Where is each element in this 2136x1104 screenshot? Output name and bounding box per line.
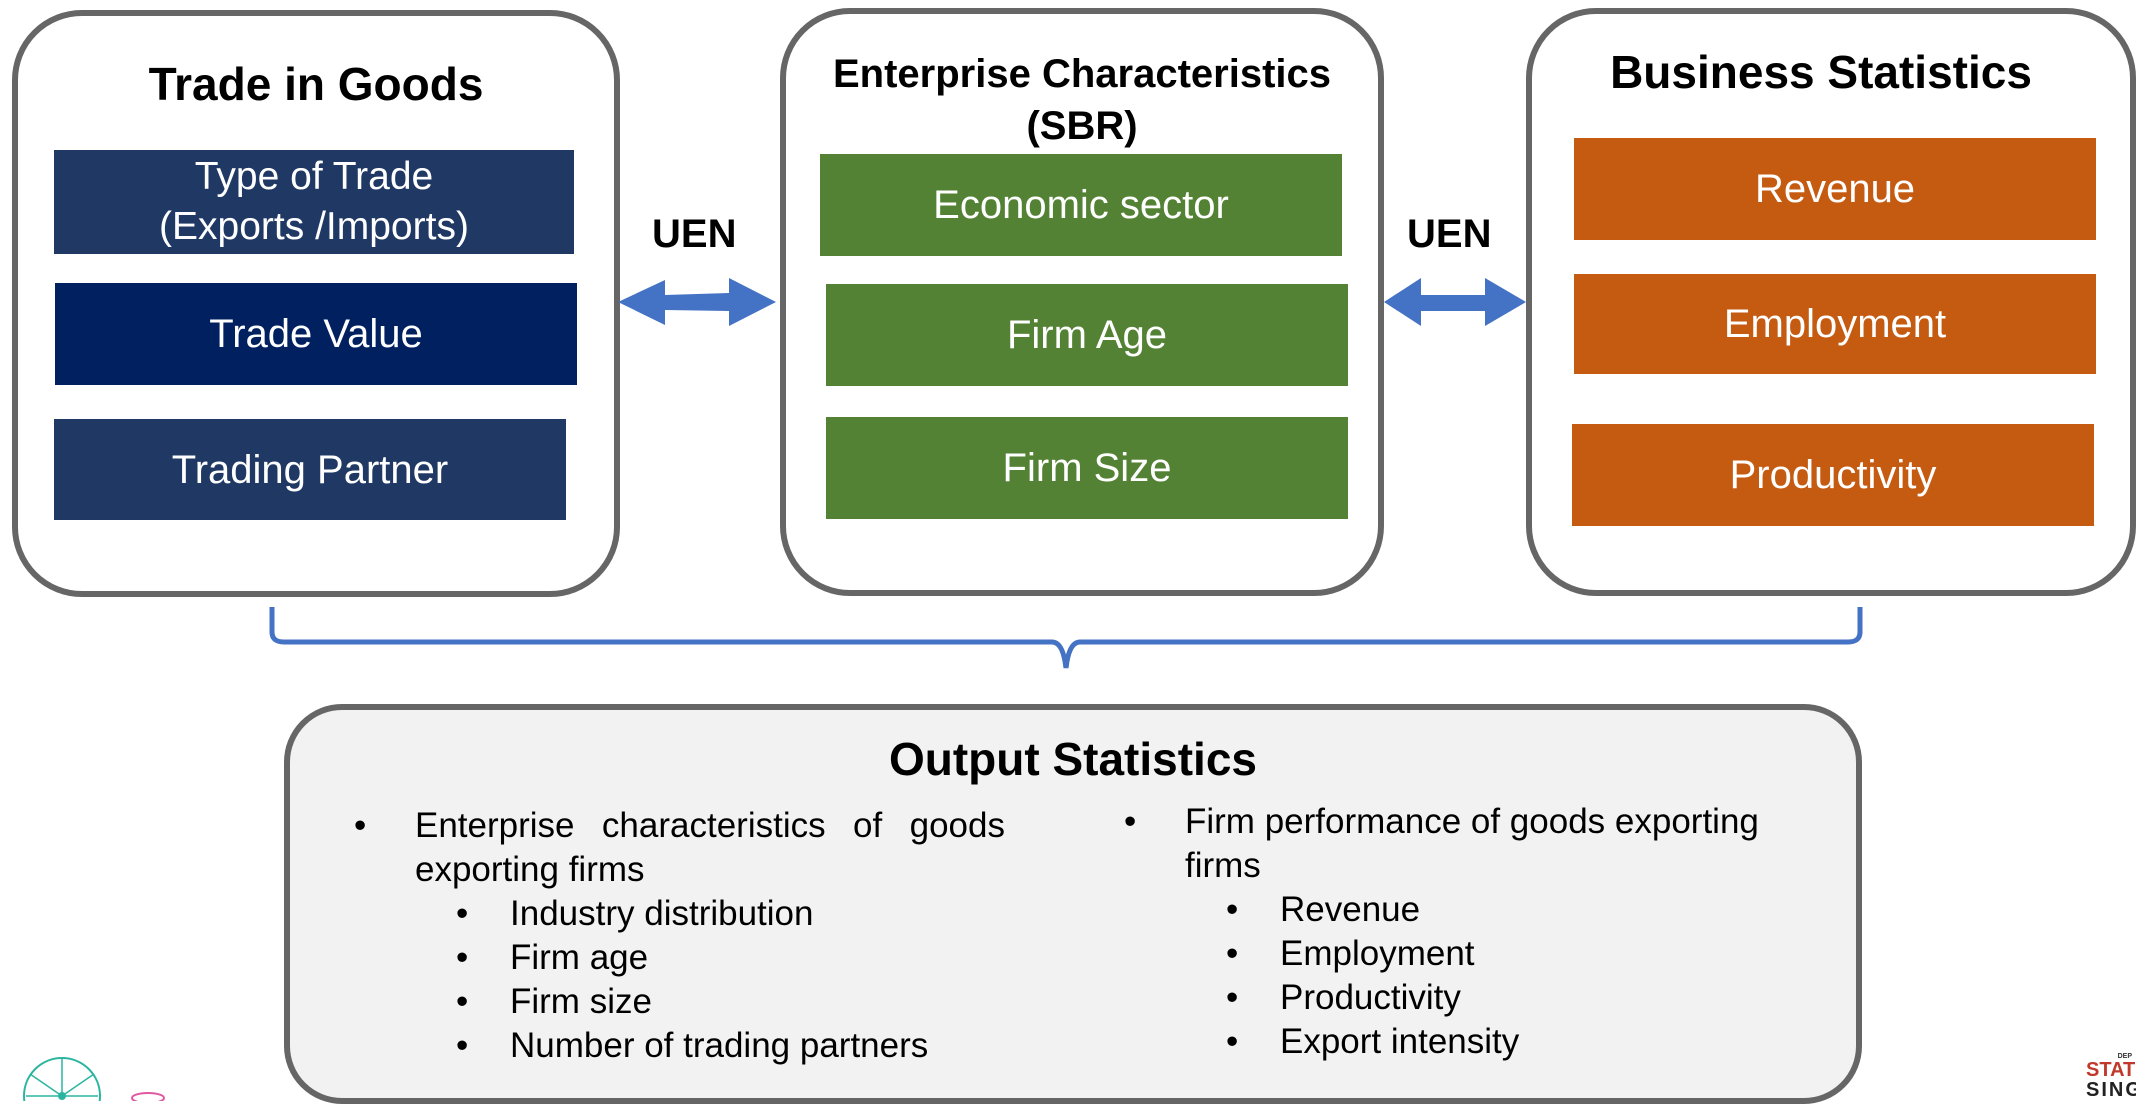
list-item: Export intensity (1124, 1020, 1824, 1064)
uen-label-left: UEN (652, 212, 737, 256)
output-left-column: Enterprise characteristics of goods expo… (354, 804, 1064, 1068)
trading-partner-box: Trading Partner (54, 419, 566, 520)
output-right-column: Firm performance of goods exporting firm… (1124, 800, 1824, 1064)
productivity-box: Productivity (1572, 424, 2094, 526)
list-item: Revenue (1124, 888, 1824, 932)
trade-in-goods-title: Trade in Goods (148, 58, 484, 110)
list-item: Firm size (354, 980, 1064, 1024)
uen-label-right: UEN (1407, 212, 1492, 256)
output-statistics-title: Output Statistics (888, 733, 1258, 785)
curly-bracket-icon (269, 607, 1863, 669)
firm-size-box: Firm Size (826, 417, 1348, 519)
enterprise-characteristics-heading: Enterprise characteristics of goods expo… (354, 804, 1064, 892)
output-statistics-panel: Output Statistics Enterprise characteris… (284, 704, 1862, 1104)
business-statistics-panel: Business Statistics Revenue Employment P… (1526, 8, 2136, 596)
firm-age-box: Firm Age (826, 284, 1348, 386)
revenue-box: Revenue (1574, 138, 2096, 240)
list-item: Firm age (354, 936, 1064, 980)
economic-sector-box: Economic sector (820, 154, 1342, 256)
type-of-trade-box: Type of Trade (Exports /Imports) (54, 150, 574, 254)
department-logo: DEP STAT SING (2086, 1053, 2136, 1101)
firm-performance-heading: Firm performance of goods exporting firm… (1124, 800, 1824, 888)
double-arrow-right-icon (1384, 278, 1526, 326)
trade-value-box: Trade Value (55, 283, 577, 385)
double-arrow-left-icon (618, 278, 776, 326)
list-item: Industry distribution (354, 892, 1064, 936)
business-statistics-title: Business Statistics (1610, 46, 2032, 98)
ferris-wheel-logo-icon (23, 1057, 165, 1101)
enterprise-characteristics-title: Enterprise Characteristics (SBR) (832, 52, 1331, 148)
list-item: Employment (1124, 932, 1824, 976)
list-item: Productivity (1124, 976, 1824, 1020)
enterprise-characteristics-panel: Enterprise Characteristics (SBR) Economi… (780, 8, 1384, 596)
list-item: Number of trading partners (354, 1024, 1064, 1068)
employment-box: Employment (1574, 274, 2096, 374)
trade-in-goods-panel: Trade in Goods Type of Trade (Exports /I… (12, 10, 620, 597)
